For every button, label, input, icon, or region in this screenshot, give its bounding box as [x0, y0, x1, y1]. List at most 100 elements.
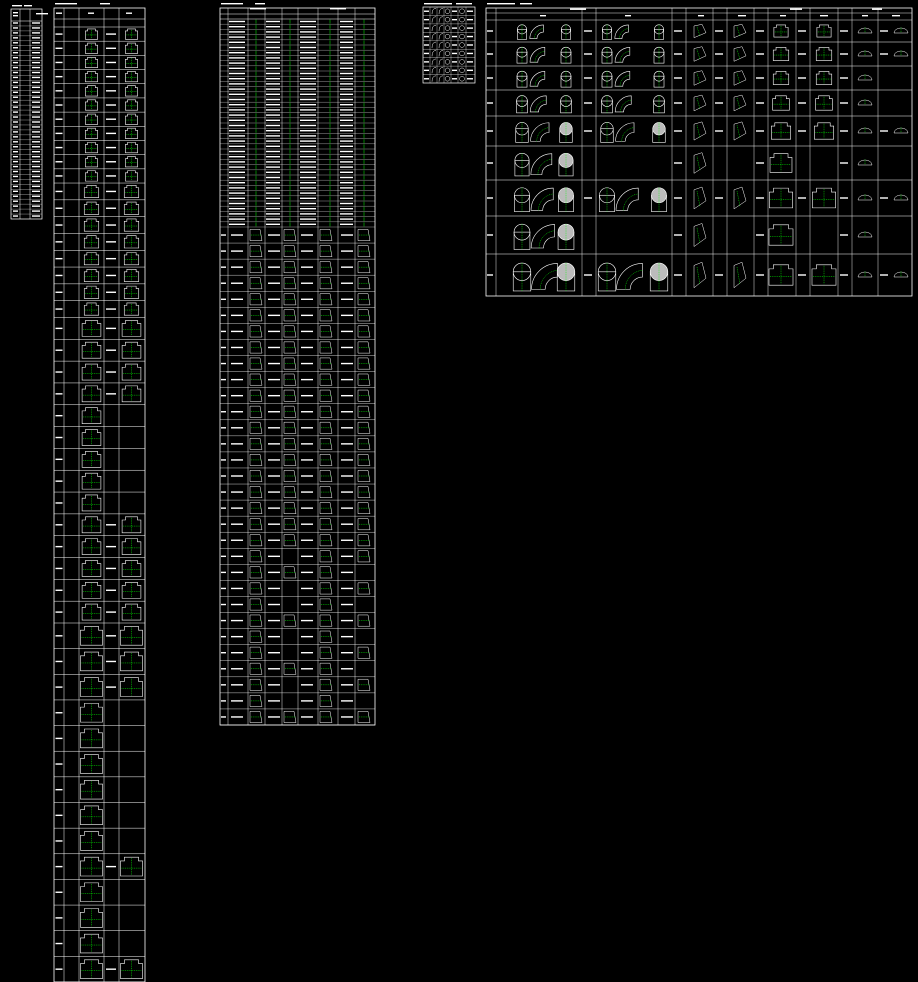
text-label-mark	[301, 234, 313, 236]
transition-fitting-symbol	[249, 518, 263, 531]
text-label-mark	[266, 31, 280, 33]
text-label-mark	[300, 109, 316, 111]
pipe-section-symbol	[602, 24, 612, 40]
transition-fitting-symbol	[319, 470, 333, 482]
text-label-mark	[266, 119, 280, 121]
fitting-outline	[80, 728, 103, 749]
elbow-centerline	[534, 28, 544, 39]
text-label-mark	[13, 66, 18, 69]
text-label-mark	[229, 36, 245, 38]
duct-fitting-symbol	[81, 407, 102, 424]
text-label-mark	[229, 156, 245, 158]
elbow-fitting-symbol	[615, 187, 639, 211]
text-label-mark	[300, 140, 316, 142]
text-label-mark	[340, 114, 353, 116]
text-label-mark	[229, 176, 245, 179]
fitting-outline	[81, 385, 102, 403]
text-label-mark	[13, 121, 18, 123]
text-label-mark	[229, 135, 245, 137]
text-label-mark	[221, 507, 226, 509]
text-label-mark	[341, 459, 353, 461]
transition-fitting-symbol	[249, 245, 263, 257]
text-label-mark	[55, 161, 63, 163]
half-round-symbol	[857, 127, 873, 134]
text-label-mark	[487, 102, 493, 104]
transition-fitting-symbol	[319, 582, 333, 595]
text-label-mark	[32, 175, 40, 178]
text-label-mark	[266, 41, 280, 43]
text-label-mark	[55, 327, 63, 330]
transition-fitting-symbol	[357, 614, 371, 627]
text-label-mark	[266, 88, 280, 90]
pipe-section-symbol	[597, 262, 617, 292]
transition-fitting-symbol	[319, 229, 333, 241]
half-round-symbol	[857, 231, 873, 238]
text-label-mark	[424, 52, 429, 55]
text-label-mark	[13, 210, 18, 212]
text-label-mark	[231, 362, 243, 365]
text-label-mark	[266, 171, 280, 173]
text-label-mark	[301, 635, 313, 638]
text-label-mark	[221, 443, 226, 445]
text-label-mark	[268, 266, 280, 268]
text-label-mark	[301, 250, 313, 252]
text-label-mark	[229, 83, 245, 85]
transition-fitting-symbol	[249, 711, 263, 723]
transition-fitting-symbol	[249, 470, 263, 482]
text-label-mark	[840, 274, 848, 276]
text-label-mark	[266, 150, 280, 153]
transition-fitting-symbol	[283, 293, 297, 306]
half-round-symbol	[893, 127, 909, 134]
text-label-mark	[221, 378, 226, 381]
text-label-mark	[340, 176, 353, 179]
half-round-symbol	[857, 50, 873, 57]
transition-fitting-symbol	[357, 550, 371, 563]
pipe-section-symbol	[560, 70, 572, 88]
transition-fitting-symbol	[319, 261, 333, 274]
text-label-mark	[268, 684, 280, 686]
text-label-mark	[221, 523, 226, 525]
half-round-symbol	[857, 271, 873, 278]
text-label-mark	[452, 61, 457, 63]
text-label-mark	[300, 171, 316, 173]
pipe-section-symbol	[601, 95, 613, 114]
transition-fitting-symbol	[357, 486, 371, 498]
transition-fitting-symbol	[319, 405, 333, 418]
pipe-section-symbol	[516, 95, 528, 114]
pipe-section-symbol	[601, 46, 613, 64]
elbow-outline	[530, 122, 550, 142]
text-label-mark	[231, 587, 243, 590]
text-label-mark	[32, 151, 40, 153]
header-mark	[36, 13, 48, 15]
text-label-mark	[880, 274, 888, 276]
elbow-centerline	[538, 230, 555, 248]
text-label-mark	[13, 215, 18, 217]
text-label-mark	[13, 56, 18, 59]
text-label-mark	[300, 218, 316, 220]
duct-fitting-symbol	[771, 122, 791, 140]
transition-fitting-symbol	[283, 405, 297, 418]
text-label-mark	[231, 700, 243, 702]
text-label-mark	[340, 166, 353, 168]
duct-fitting-symbol	[81, 320, 102, 337]
pipe-section-symbol	[515, 122, 529, 143]
text-label-mark	[467, 44, 473, 46]
duct-fitting-symbol	[121, 603, 142, 621]
text-label-mark	[229, 98, 245, 101]
fitting-outline	[80, 651, 103, 672]
text-label-mark	[221, 459, 226, 461]
transition-fitting-symbol	[319, 646, 333, 659]
text-label-mark	[231, 330, 243, 333]
transition-fitting-symbol	[319, 550, 333, 563]
duct-fitting-symbol	[80, 856, 103, 877]
text-label-mark	[229, 150, 245, 153]
text-label-mark	[231, 523, 243, 525]
transition-fitting-symbol	[319, 357, 333, 370]
elbow-fitting-symbol	[529, 47, 546, 63]
fitting-outline	[815, 95, 833, 111]
text-label-mark	[300, 36, 316, 38]
fitting-outline	[123, 285, 140, 299]
transition-fitting-symbol	[319, 486, 333, 498]
elbow-outline	[530, 187, 554, 211]
